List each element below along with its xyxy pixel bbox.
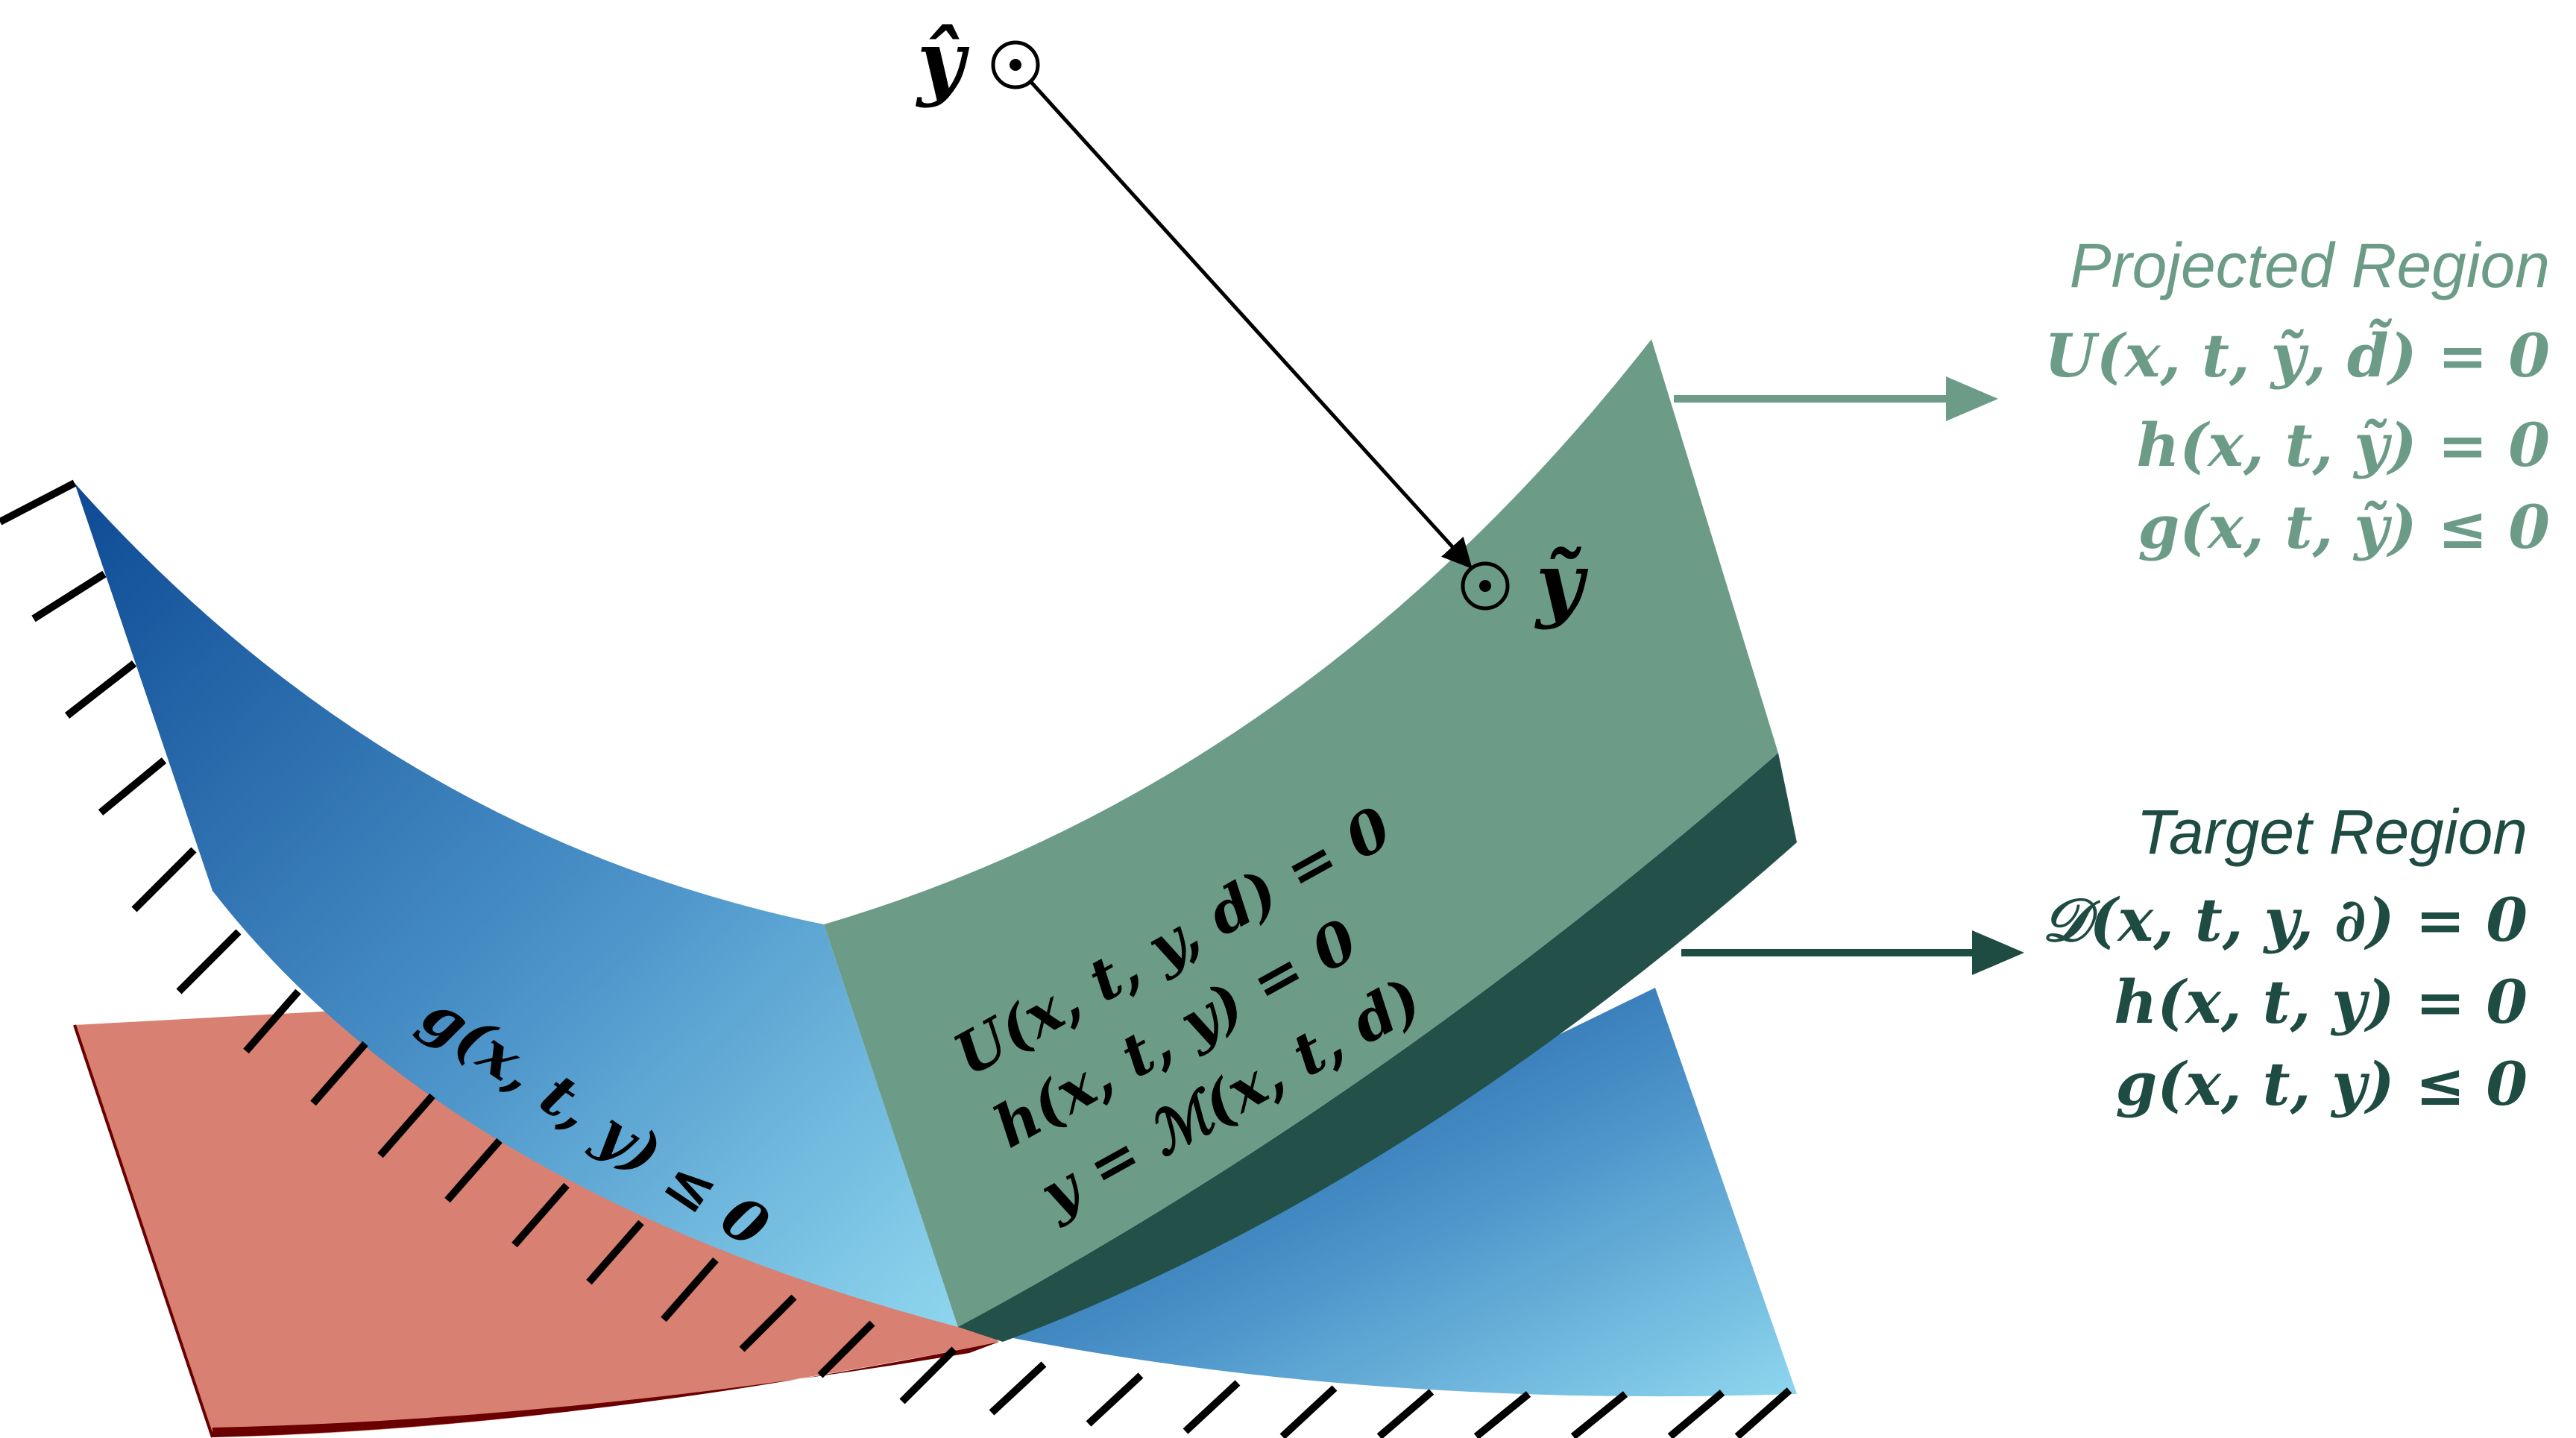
y-tilde-label: ỹ <box>1534 534 1589 631</box>
projected-region-eq-3: g(x, t, ỹ) ≤ 0 <box>2138 492 2550 562</box>
target-region-eq-3: g(x, t, y) ≤ 0 <box>2115 1049 2528 1119</box>
blue-feasible-surface <box>75 483 958 1327</box>
y-hat-label: ŷ <box>915 13 970 109</box>
projected-region-eq-1: U(x, t, ỹ, d̃) = 0 <box>2044 318 2550 391</box>
red-plane-left-edge <box>73 1024 214 1438</box>
projected-region-arrowhead <box>1946 376 1998 421</box>
y-tilde-point-dot-icon <box>1479 580 1491 592</box>
red-plane-edge <box>212 1342 999 1437</box>
green-projected-slab <box>824 339 1778 1327</box>
projected-region-title: Projected Region <box>2070 230 2550 300</box>
projection-line <box>1014 63 1473 569</box>
y-hat-point-dot-icon <box>1010 59 1021 71</box>
green-slab-side <box>958 753 1797 1342</box>
target-region-title: Target Region <box>2136 797 2528 867</box>
blue-feasible-surface-lower <box>958 988 1797 1397</box>
target-region-arrowhead <box>1972 930 2024 975</box>
target-region-eq-1: 𝒟(x, t, y, ∂) = 0 <box>2042 885 2528 955</box>
boundary-hatch-marks <box>0 479 1792 1438</box>
projected-region-eq-2: h(x, t, ỹ) = 0 <box>2136 410 2550 480</box>
y-tilde-point-icon <box>1461 561 1510 611</box>
target-region-eq-2: h(x, t, y) = 0 <box>2114 967 2528 1037</box>
